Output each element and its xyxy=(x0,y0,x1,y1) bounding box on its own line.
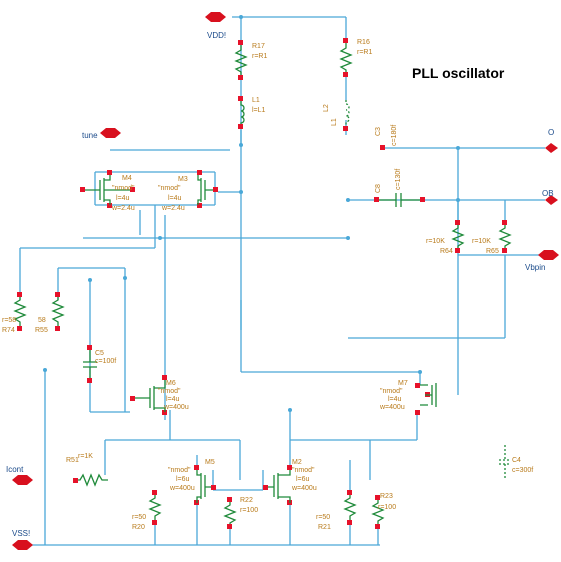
c8-value: c=130f xyxy=(395,169,402,190)
m7-model: "nmod" xyxy=(380,388,403,395)
port-o[interactable]: O xyxy=(545,128,558,153)
r21-value: r=50 xyxy=(316,514,330,521)
r55-name: R55 xyxy=(35,327,48,334)
m4-name: M4 xyxy=(122,175,132,182)
resistor-r21[interactable]: r=50 R21 xyxy=(316,490,357,531)
resistor-r51[interactable]: R51 r=1K xyxy=(66,453,108,487)
resistor-r64[interactable]: r=10K R64 xyxy=(426,220,465,255)
port-ob-label: OB xyxy=(542,189,554,198)
diagram-title: PLL oscillator xyxy=(412,65,505,81)
m3-w: w=2.4u xyxy=(161,205,185,212)
port-vss[interactable]: VSS! xyxy=(12,529,33,550)
r55-value: 58 xyxy=(38,317,46,324)
m4-l: l=4u xyxy=(116,195,130,202)
r16-name: R16 xyxy=(357,39,370,46)
m7-name: M7 xyxy=(398,380,408,387)
c5-value: c=100f xyxy=(95,358,116,365)
resistor-r20[interactable]: r=50 R20 xyxy=(132,490,162,531)
c5-name: C5 xyxy=(95,350,104,357)
c3-name: C3 xyxy=(375,127,382,136)
l1-name: L1 xyxy=(252,97,260,104)
m5-w: w=400u xyxy=(169,485,195,492)
port-ob[interactable]: OB xyxy=(542,189,558,205)
r51-value: r=1K xyxy=(78,453,93,460)
capacitor-c4[interactable]: C4 c=300f xyxy=(499,445,533,480)
resistor-r17[interactable]: R17 r=R1 xyxy=(234,40,267,80)
r64-value: r=10K xyxy=(426,238,445,245)
transistor-m5[interactable]: M5 "nmod" l=6u w=400u xyxy=(168,459,216,505)
port-tune[interactable]: tune xyxy=(82,128,121,140)
m2-w: w=400u xyxy=(291,485,317,492)
resistor-r55[interactable]: 58 R55 xyxy=(35,292,65,334)
capacitor-c8[interactable]: C8 c=130f xyxy=(374,169,425,207)
port-vdd-label: VDD! xyxy=(207,31,226,40)
m2-name: M2 xyxy=(292,459,302,466)
transistor-m6[interactable]: M6 "nmod" l=4u w=400u xyxy=(130,375,189,415)
m5-model: "nmod" xyxy=(168,467,191,474)
port-icont[interactable]: Icont xyxy=(6,465,33,485)
l2-value: L1 xyxy=(331,118,338,126)
resistor-r22[interactable]: R22 r=100 xyxy=(223,497,258,529)
m2-l: l=6u xyxy=(296,476,310,483)
c3-value: c=180f xyxy=(391,125,398,146)
c8-name: C8 xyxy=(375,184,382,193)
m3-l: l=4u xyxy=(168,195,182,202)
m2-model: "nmod" xyxy=(292,467,315,474)
m3-model: "nmod" xyxy=(158,185,181,192)
m5-name: M5 xyxy=(205,459,215,466)
m3-name: M3 xyxy=(178,176,188,183)
r65-name: R65 xyxy=(486,248,499,255)
r74-name: R74 xyxy=(2,327,15,334)
r20-value: r=50 xyxy=(132,514,146,521)
c4-name: C4 xyxy=(512,457,521,464)
port-vbpin[interactable]: Vbpin xyxy=(525,250,559,272)
port-tune-label: tune xyxy=(82,131,98,140)
r74-value: r=58 xyxy=(2,317,16,324)
inductor-l1[interactable]: L1 l=L1 xyxy=(238,96,266,129)
transistor-m4[interactable]: M4 "nmod" l=4u w=2.4u xyxy=(80,170,135,212)
r64-name: R64 xyxy=(440,248,453,255)
port-icont-label: Icont xyxy=(6,465,24,474)
capacitor-c3[interactable]: C3 c=180f xyxy=(375,125,398,150)
r20-name: R20 xyxy=(132,524,145,531)
m6-model: "nmod" xyxy=(158,388,181,395)
m5-l: l=6u xyxy=(176,476,190,483)
port-vbpin-label: Vbpin xyxy=(525,263,545,272)
m4-model: "nmod" xyxy=(112,185,135,192)
r23-value: r=100 xyxy=(378,504,396,511)
resistor-r23[interactable]: R23 r=100 xyxy=(371,493,396,529)
r21-name: R21 xyxy=(318,524,331,531)
r16-value: r=R1 xyxy=(357,49,372,56)
wires xyxy=(19,16,545,546)
transistor-m3[interactable]: M3 "nmod" l=4u w=2.4u xyxy=(158,170,218,212)
transistor-m7[interactable]: M7 "nmod" l=4u w=400u xyxy=(379,380,437,415)
r65-value: r=10K xyxy=(472,238,491,245)
r17-value: r=R1 xyxy=(252,53,267,60)
m6-w: w=400u xyxy=(163,404,189,411)
m7-w: w=400u xyxy=(379,404,405,411)
c4-value: c=300f xyxy=(512,467,533,474)
l2-name: L2 xyxy=(323,104,330,112)
l1-value: l=L1 xyxy=(252,107,266,114)
port-vss-label: VSS! xyxy=(12,529,30,538)
junction-dots xyxy=(43,15,460,412)
m4-w: w=2.4u xyxy=(111,205,135,212)
resistor-r65[interactable]: r=10K R65 xyxy=(472,220,512,255)
inductor-l2[interactable]: L2 L1 xyxy=(323,100,350,131)
r22-value: r=100 xyxy=(240,507,258,514)
r17-name: R17 xyxy=(252,43,265,50)
transistor-m2[interactable]: M2 "nmod" l=6u w=400u xyxy=(263,459,317,505)
r51-name: R51 xyxy=(66,457,79,464)
r22-name: R22 xyxy=(240,497,253,504)
port-o-label: O xyxy=(548,128,554,137)
resistor-r74[interactable]: r=58 R74 xyxy=(2,292,27,334)
capacitor-c5[interactable]: C5 c=100f xyxy=(83,345,116,383)
r23-name: R23 xyxy=(380,493,393,500)
m7-l: l=4u xyxy=(388,396,402,403)
port-vdd[interactable]: VDD! xyxy=(205,12,226,40)
resistor-r16[interactable]: R16 r=R1 xyxy=(339,38,372,77)
m6-l: l=4u xyxy=(166,396,180,403)
m6-name: M6 xyxy=(166,380,176,387)
